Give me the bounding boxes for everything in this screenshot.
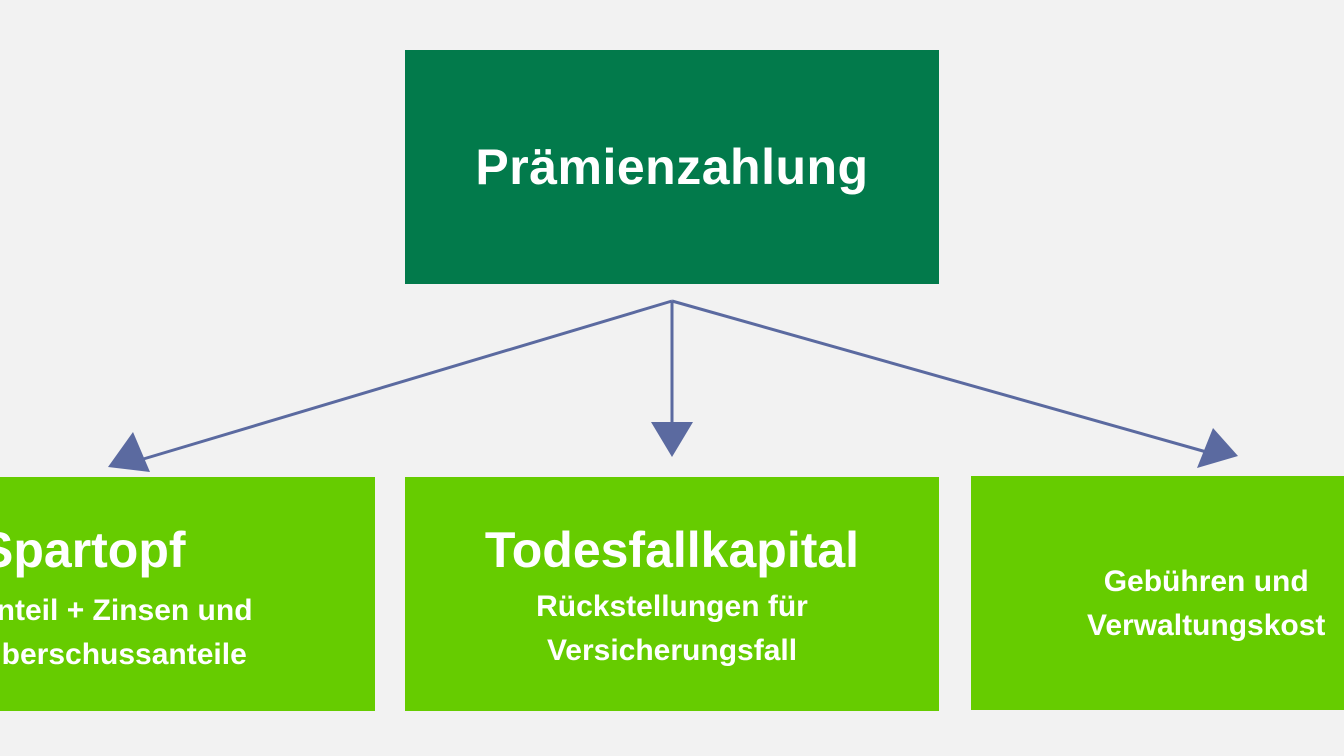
savings-pot-title: Spartopf: [0, 522, 186, 578]
fees-line-1: Gebühren und: [1103, 565, 1309, 598]
savings-pot-line-1: anteil + Zinsen und: [0, 594, 253, 627]
death-benefit-description: Rückstellungen für Versicherungsfall: [536, 585, 808, 673]
premium-payment-box: Prämienzahlung: [405, 50, 939, 284]
arrow-left-head: [108, 432, 150, 472]
fees-box: Gebühren und Verwaltungskost: [971, 476, 1344, 710]
savings-pot-line-2: Überschussanteile: [0, 638, 247, 671]
fees-description: Gebühren und Verwaltungskost: [1087, 560, 1325, 648]
premium-payment-title: Prämienzahlung: [475, 139, 869, 195]
arrow-right-head: [1197, 428, 1238, 468]
savings-pot-box: Spartopf anteil + Zinsen und Überschussa…: [0, 477, 375, 711]
death-benefit-title: Todesfallkapital: [484, 522, 860, 578]
arrow-right-line: [671, 299, 1211, 455]
savings-pot-description: anteil + Zinsen und Überschussanteile: [0, 589, 253, 677]
arrow-left-line: [139, 299, 673, 462]
death-benefit-line-2: Versicherungsfall: [546, 634, 798, 667]
death-benefit-line-1: Rückstellungen für: [536, 590, 808, 623]
arrow-middle-head: [651, 422, 693, 457]
death-benefit-box: Todesfallkapital Rückstellungen für Vers…: [405, 477, 939, 711]
fees-line-2: Verwaltungskost: [1087, 609, 1326, 642]
